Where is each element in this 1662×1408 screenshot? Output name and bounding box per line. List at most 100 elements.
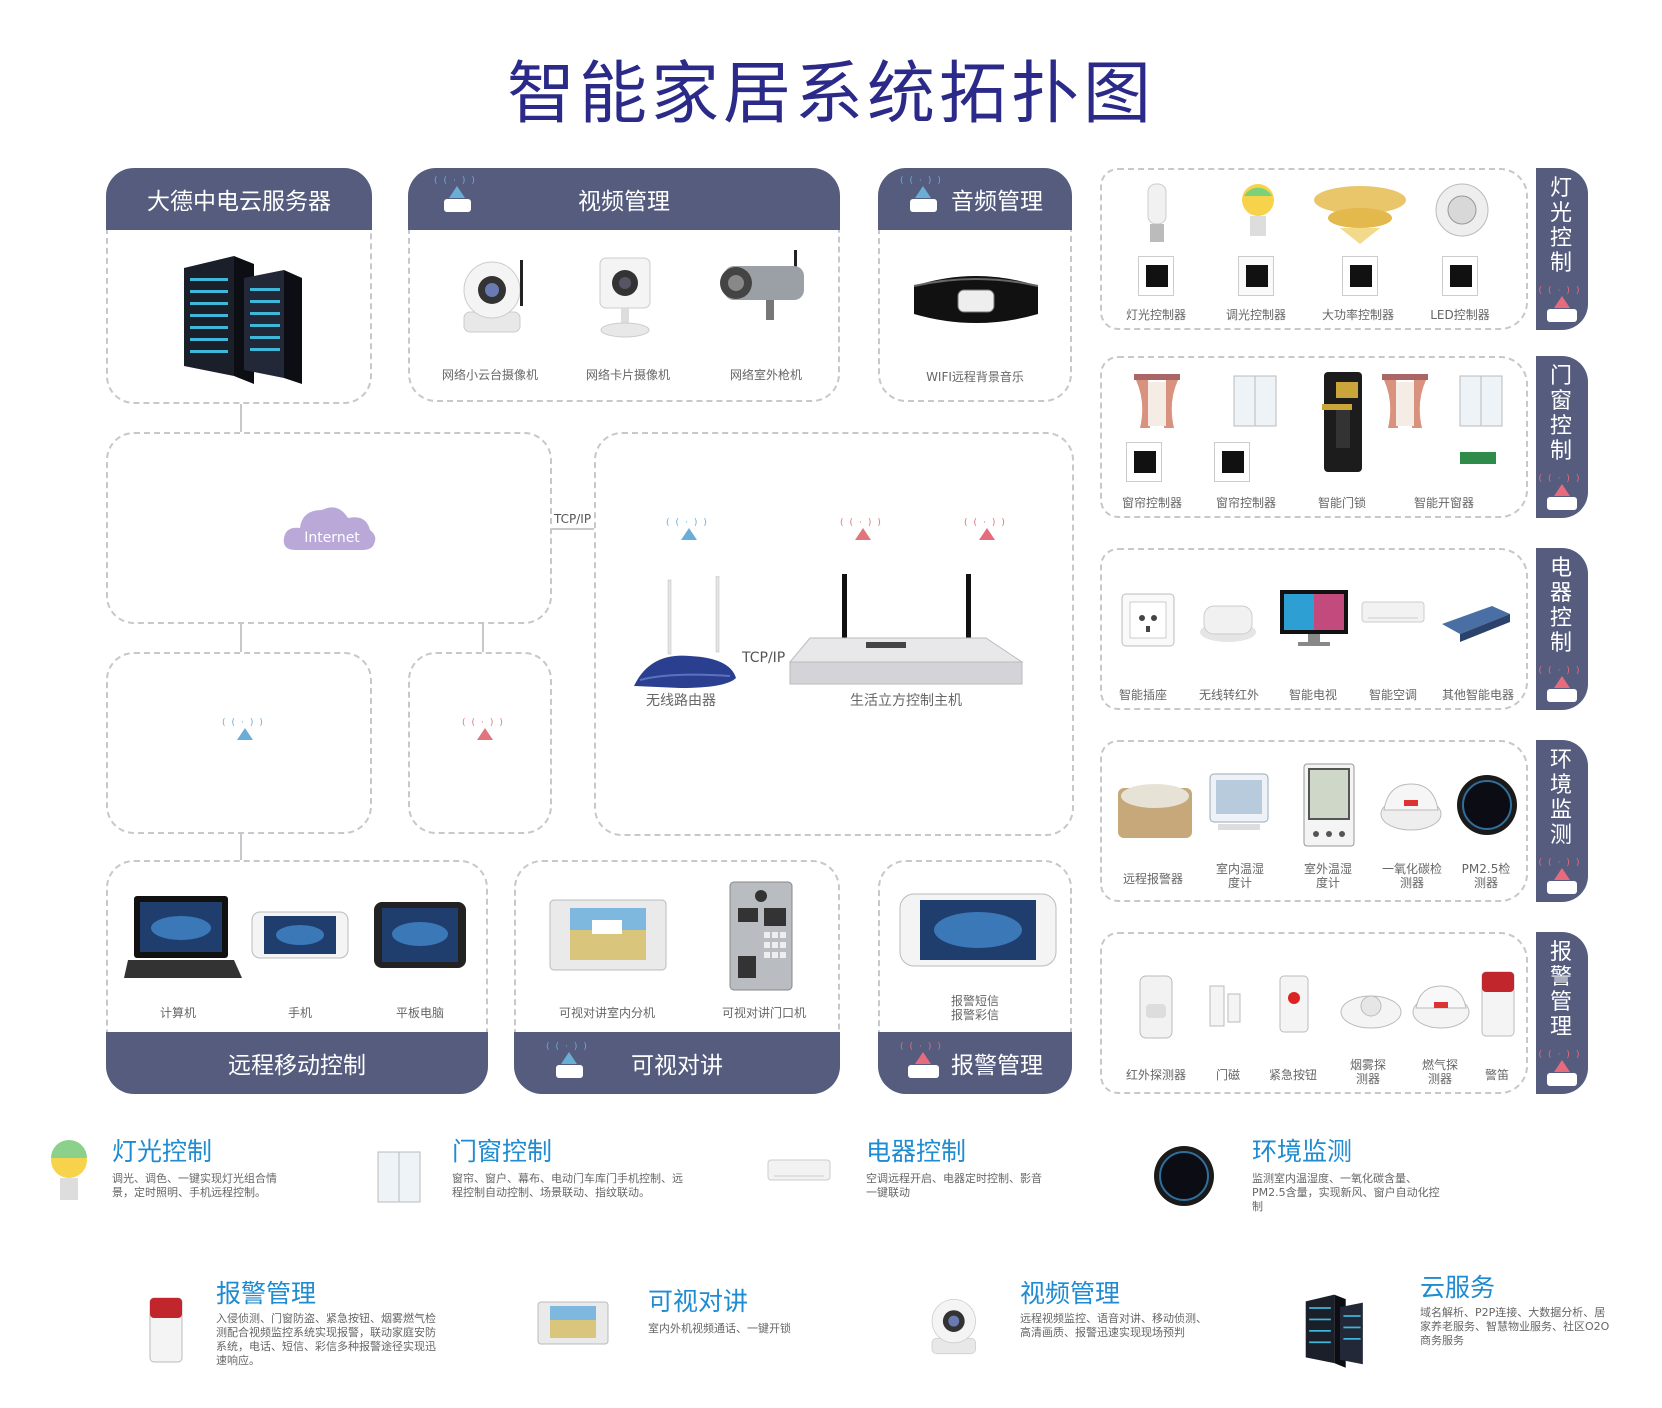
cfl-bulb-icon <box>1147 183 1167 242</box>
alarm-item-label: 警笛 <box>1484 1068 1509 1082</box>
led-downlight-icon <box>1435 183 1489 237</box>
env-item-label: 一氧化碳检测器 <box>1381 862 1442 890</box>
alarm-sidebar-label: 报警管理 <box>1550 940 1573 1040</box>
switch-icon <box>1238 256 1274 296</box>
switch-icon <box>1214 442 1250 482</box>
connector-line <box>482 624 484 652</box>
alarm-item-label: 红外探测器 <box>1125 1068 1186 1082</box>
alarm-mms-label: 报警彩信 <box>950 1008 999 1022</box>
light-item-label: 调光控制器 <box>1225 308 1286 322</box>
window-icon <box>1459 375 1503 427</box>
connector-line <box>552 528 594 530</box>
video-wifi-badge-icon: ((·))WIFI <box>434 176 481 212</box>
appliance-item-label: 智能电视 <box>1288 688 1337 702</box>
env-monitor-panel: 远程报警器 室内温湿度计 室外温湿度计 一氧化碳检测器 PM2.5检测器 <box>1100 740 1528 902</box>
chandelier-icon <box>1314 186 1406 244</box>
tcpip-label: TCP/IP <box>554 512 592 526</box>
internet-cloud-icon <box>283 507 376 550</box>
connector-line <box>240 404 242 432</box>
rgb-bulb-icon <box>51 1140 87 1200</box>
switch-icon <box>1442 256 1478 296</box>
door-item-label: 智能门锁 <box>1317 496 1366 510</box>
feature-desc: 空调远程开启、电器定时控制、影音一键联动 <box>866 1172 1042 1199</box>
indoor-thermometer-icon <box>1209 773 1269 830</box>
alarm-right-vesp-badge-icon: ((·))VESP <box>1538 1050 1586 1086</box>
alarm-item-label: 紧急按钮 <box>1268 1068 1317 1082</box>
air-conditioner-icon <box>1361 601 1425 623</box>
intercom-header-label: 可视对讲 <box>631 1053 723 1079</box>
server-rack-icon <box>1305 1294 1363 1368</box>
alarm-item-label: 燃气探测器 <box>1421 1058 1458 1086</box>
light-vesp-badge-icon: ((·))VESP <box>1538 286 1586 322</box>
host-label: 生活立方控制主机 <box>850 693 962 709</box>
feature-desc: 监测室内温湿度、一氧化碳含量、PM2.5含量，实现新风、窗户自动化控制 <box>1252 1172 1440 1213</box>
feature-title: 视频管理 <box>1020 1279 1121 1308</box>
router-label: 无线路由器 <box>646 693 716 709</box>
cloud-camera-icon <box>463 260 523 333</box>
video-panel: 视频管理 ((·))WIFI 网络小云台摄像机 网络卡片摄像机 网络室外枪机 <box>408 168 840 402</box>
wifi-badge-icon: ((·))WIFI <box>222 718 269 754</box>
env-item-label: 室内温湿度计 <box>1215 862 1264 890</box>
door-sidebar-label: 门窗控制 <box>1550 364 1573 464</box>
page-title: 智能家居系统拓扑图 <box>506 55 1155 134</box>
light-control-panel: 灯光控制器 调光控制器 大功率控制器 LED控制器 <box>1100 168 1528 330</box>
video-header: 视频管理 <box>408 168 840 230</box>
vesp-badge-icon: ((·))VESP <box>964 518 1011 554</box>
smart-socket-icon <box>1121 593 1175 647</box>
remote-control-header: 远程移动控制 <box>106 1032 488 1094</box>
remote-item-label: 平板电脑 <box>395 1006 444 1020</box>
feature-title: 门窗控制 <box>452 1137 553 1166</box>
indoor-monitor-icon <box>549 899 667 971</box>
cloud-server-panel: 大德中电云服务器 <box>106 168 372 404</box>
feature-desc: 调光、调色、一键实现灯光组合情景，定时照明、手机远程控制。 <box>112 1172 277 1199</box>
feature-desc: 入侵侦测、门窗防盗、紧急按钮、烟雾燃气检测配合视频监控系统实现报警，联动家庭安防… <box>216 1312 436 1367</box>
co-detector-icon <box>1380 783 1442 831</box>
alarm-item-label: 烟雾探测器 <box>1349 1058 1386 1086</box>
feature-title: 电器控制 <box>866 1137 967 1166</box>
remote-alarm-icon <box>1118 784 1192 838</box>
door-item-label: 窗帘控制器 <box>1215 496 1276 510</box>
feature-title: 报警管理 <box>216 1279 317 1308</box>
control-host-icon <box>788 574 1024 685</box>
door-item-label: 智能开窗器 <box>1413 496 1474 510</box>
3g-badge-icon: ((·))3G <box>462 718 509 754</box>
door-window-sidebar: 门窗控制 ((·))VESP <box>1536 356 1588 518</box>
3g-panel: ((·))3G <box>408 652 552 834</box>
rgb-bulb-icon <box>1242 184 1274 236</box>
alarm-right-panel: 红外探测器 门磁 紧急按钮 烟雾探测器 燃气探测器 警笛 <box>1100 932 1528 1094</box>
feature-title: 灯光控制 <box>112 1137 213 1166</box>
env-item-label: 远程报警器 <box>1122 872 1183 886</box>
alarm-right-sidebar: 报警管理 ((·))VESP <box>1536 932 1588 1094</box>
appliance-item-label: 智能空调 <box>1368 688 1417 702</box>
tcpip-mid-label: TCP/IP <box>742 650 786 666</box>
audio-wifi-badge-icon: ((·))WIFI <box>900 176 947 212</box>
light-control-sidebar: 灯光控制 ((·))VESP <box>1536 168 1588 330</box>
connector-line <box>240 834 242 860</box>
env-item-label: 室外温湿度计 <box>1303 862 1352 890</box>
outdoor-camera-icon <box>720 250 804 320</box>
router-icon <box>634 576 736 688</box>
door-station-icon <box>729 881 793 991</box>
pm25-detector-icon <box>1154 1146 1214 1206</box>
connector-line <box>240 624 242 652</box>
cloud-server-header: 大德中电云服务器 <box>106 168 372 230</box>
alarm-mgmt-header-label: 报警管理 <box>951 1053 1043 1079</box>
video-header-label: 视频管理 <box>578 189 670 215</box>
curtain-icon <box>1382 374 1428 428</box>
intercom-item-label: 可视对讲门口机 <box>721 1006 806 1020</box>
phone-icon <box>251 911 349 959</box>
alarm-mgmt-item-label: 报警短信 报警彩信 <box>900 994 1050 1022</box>
panic-button-icon <box>1279 975 1309 1033</box>
smoke-detector-icon <box>1340 995 1402 1029</box>
wifi-badge-icon: ((·))WIFI <box>666 518 713 554</box>
env-sidebar-label: 环境监测 <box>1550 748 1573 848</box>
window-icon <box>1233 375 1277 427</box>
window-opener-icon <box>1460 452 1496 464</box>
feature-desc: 域名解析、P2P连接、大数据分析、居家养老服务、智慧物业服务、社区O2O商务服务 <box>1420 1306 1610 1347</box>
appliance-panel: 智能插座 无线转红外 智能电视 智能空调 其他智能电器 <box>1100 548 1528 710</box>
ir-transmitter-icon <box>1200 605 1256 642</box>
siren-icon <box>1481 971 1515 1037</box>
switch-icon <box>1342 256 1378 296</box>
video-item-label: 网络卡片摄像机 <box>585 368 670 382</box>
env-monitor-sidebar: 环境监测 ((·))VESP <box>1536 740 1588 902</box>
